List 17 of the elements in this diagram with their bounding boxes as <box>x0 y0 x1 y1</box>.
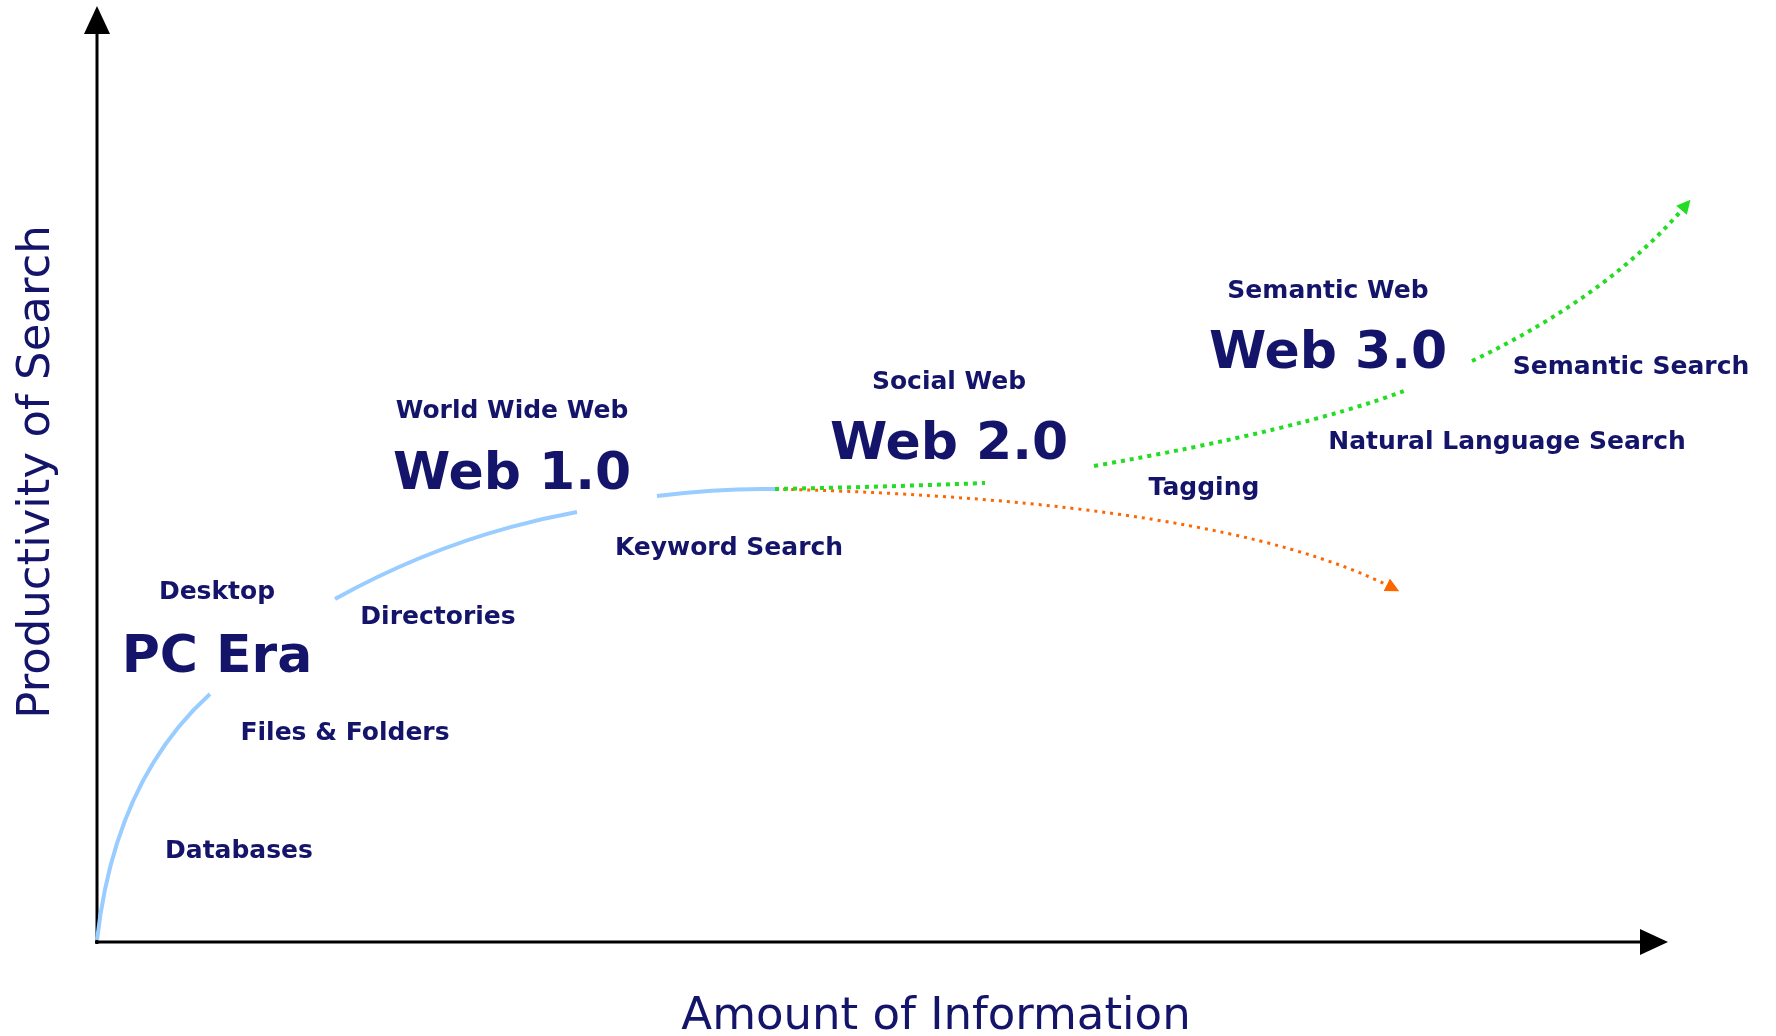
era-title: PC Era <box>121 626 313 684</box>
era-title: Web 3.0 <box>1208 322 1448 380</box>
axis-title: Amount of Information <box>681 989 1191 1036</box>
technology-label: Directories <box>360 602 516 630</box>
axis-title: Productivity of Search <box>9 225 59 719</box>
technology-label: Tagging <box>1148 473 1260 501</box>
era-subtitle: Desktop <box>158 577 276 605</box>
era-title: Web 1.0 <box>392 443 632 501</box>
era-subtitle: Semantic Web <box>1227 276 1429 304</box>
era-subtitle: World Wide Web <box>395 396 629 424</box>
technology-label: Files & Folders <box>240 718 450 746</box>
technology-label: Databases <box>165 836 313 864</box>
technology-label: Keyword Search <box>614 533 844 561</box>
era-subtitle: Social Web <box>871 367 1027 395</box>
era-title: Web 2.0 <box>829 413 1069 471</box>
technology-label: Semantic Search <box>1512 352 1750 380</box>
technology-label: Natural Language Search <box>1328 427 1686 455</box>
